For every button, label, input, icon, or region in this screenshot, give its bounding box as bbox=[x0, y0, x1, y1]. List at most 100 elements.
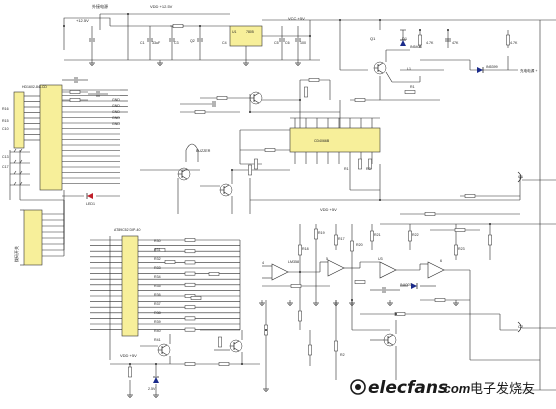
resistor bbox=[424, 212, 436, 216]
component-ref-label: R21 bbox=[374, 233, 381, 237]
wire-segment bbox=[233, 340, 240, 345]
component-ref-label: U3 bbox=[378, 257, 383, 261]
wire-segment bbox=[161, 344, 168, 349]
resistor bbox=[488, 234, 492, 246]
wire-segment bbox=[385, 71, 393, 83]
vin-note-label: 外接电源 bbox=[92, 3, 108, 9]
resistor bbox=[506, 34, 510, 46]
resistor bbox=[154, 248, 166, 252]
component-ref-label: 47K bbox=[452, 41, 459, 45]
resistor bbox=[172, 24, 184, 28]
wire-segment bbox=[19, 159, 23, 164]
resistor bbox=[208, 272, 220, 276]
component-ref-label: R19 bbox=[318, 231, 325, 235]
wire-segment bbox=[223, 184, 230, 189]
dip-switch-chip bbox=[23, 209, 43, 266]
junction-dot bbox=[63, 25, 65, 27]
component-ref-label: GND bbox=[112, 116, 120, 120]
component-ref-label: C3 bbox=[174, 41, 179, 45]
component-ref-label: 6 bbox=[440, 259, 442, 263]
junction-dot bbox=[379, 199, 381, 201]
vin-label: +12.5V bbox=[76, 18, 89, 23]
capacitor-c2-icon bbox=[517, 321, 522, 333]
resistor bbox=[254, 158, 258, 170]
component-ref-label: 100 bbox=[300, 41, 306, 45]
resistor bbox=[298, 310, 302, 322]
transistor-body bbox=[157, 343, 171, 357]
q1-label: Q1 bbox=[370, 36, 376, 41]
junction-dot bbox=[155, 363, 157, 365]
wire-segment bbox=[253, 92, 260, 97]
capacitor-c1-icon bbox=[517, 171, 522, 183]
junction-dot bbox=[199, 25, 201, 27]
wire-segment bbox=[377, 62, 384, 67]
resistor bbox=[334, 340, 338, 352]
wire-segment bbox=[387, 341, 394, 346]
component-ref-label: R20 bbox=[356, 243, 363, 247]
lm358-label: LM358 bbox=[288, 260, 299, 264]
transistor-body bbox=[219, 183, 233, 197]
elecfans-logo-dot-icon bbox=[355, 384, 361, 390]
opamp bbox=[379, 261, 397, 279]
resistor bbox=[408, 230, 412, 242]
elecfans-logo-icon bbox=[350, 379, 366, 395]
resistor bbox=[184, 316, 196, 321]
wire-segment bbox=[19, 148, 23, 153]
resistor bbox=[164, 260, 176, 264]
resistor bbox=[418, 34, 422, 46]
junction-dot bbox=[299, 271, 301, 273]
elecfans-watermark: elecfans .com 电子发烧友 bbox=[350, 378, 535, 398]
resistor bbox=[194, 110, 206, 114]
component-ref-label: Q2 bbox=[190, 39, 195, 43]
component-ref-label: 4 bbox=[262, 261, 264, 265]
wire-segment bbox=[13, 148, 17, 153]
component-ref-label: C4 bbox=[222, 41, 227, 45]
component-ref-label: GND bbox=[112, 122, 120, 126]
mcu-chip bbox=[121, 235, 139, 337]
transistor-body bbox=[373, 61, 387, 75]
resistor bbox=[184, 282, 196, 287]
component-ref-label: 33uF bbox=[152, 41, 161, 45]
resistor bbox=[454, 244, 458, 256]
resistor bbox=[464, 194, 476, 198]
component-ref-label: C13 bbox=[2, 155, 9, 159]
resistor bbox=[264, 148, 276, 152]
wire-segment bbox=[13, 181, 17, 186]
c2-label: C2 bbox=[518, 324, 524, 329]
resistor bbox=[128, 366, 132, 378]
resistor bbox=[184, 327, 196, 332]
component-ref-label: R2 bbox=[340, 353, 345, 357]
resistor bbox=[184, 260, 196, 265]
component-ref-label: R38 bbox=[154, 311, 161, 315]
watermark-cn-text: 电子发烧友 bbox=[470, 381, 535, 397]
d1-part-label: IN5408 bbox=[410, 45, 422, 49]
wire-segment bbox=[13, 170, 17, 175]
regulator-chip bbox=[229, 25, 263, 47]
diode bbox=[153, 377, 159, 383]
opamp bbox=[327, 259, 345, 277]
component-ref-label: R15 bbox=[2, 119, 9, 123]
component-ref-label: C5 bbox=[274, 41, 279, 45]
transistor-body bbox=[383, 333, 397, 347]
junction-dot bbox=[265, 329, 267, 331]
junction-dot bbox=[395, 313, 397, 315]
buzzer-icon bbox=[185, 143, 199, 151]
transistor-body bbox=[177, 167, 191, 181]
diode-ir-label: IN4007 bbox=[400, 283, 412, 287]
wire-segment bbox=[19, 181, 23, 186]
junction-dot bbox=[299, 99, 301, 101]
diode bbox=[400, 40, 406, 46]
regulator-part-label: 7805 bbox=[246, 30, 254, 34]
wire-segment bbox=[13, 159, 17, 164]
cd4066-label: CD4066B bbox=[314, 139, 330, 143]
d1-label: D1 bbox=[402, 36, 408, 41]
component-ref-label: R1 bbox=[410, 85, 415, 89]
component-ref-label: C17 bbox=[2, 165, 9, 169]
resistor bbox=[69, 90, 81, 94]
resistor bbox=[184, 294, 196, 298]
component-ref-label: R39 bbox=[154, 320, 161, 324]
l1-label: L1 bbox=[407, 67, 411, 71]
component-ref-label: 5 bbox=[326, 257, 328, 261]
component-ref-label: R30 bbox=[154, 239, 161, 243]
